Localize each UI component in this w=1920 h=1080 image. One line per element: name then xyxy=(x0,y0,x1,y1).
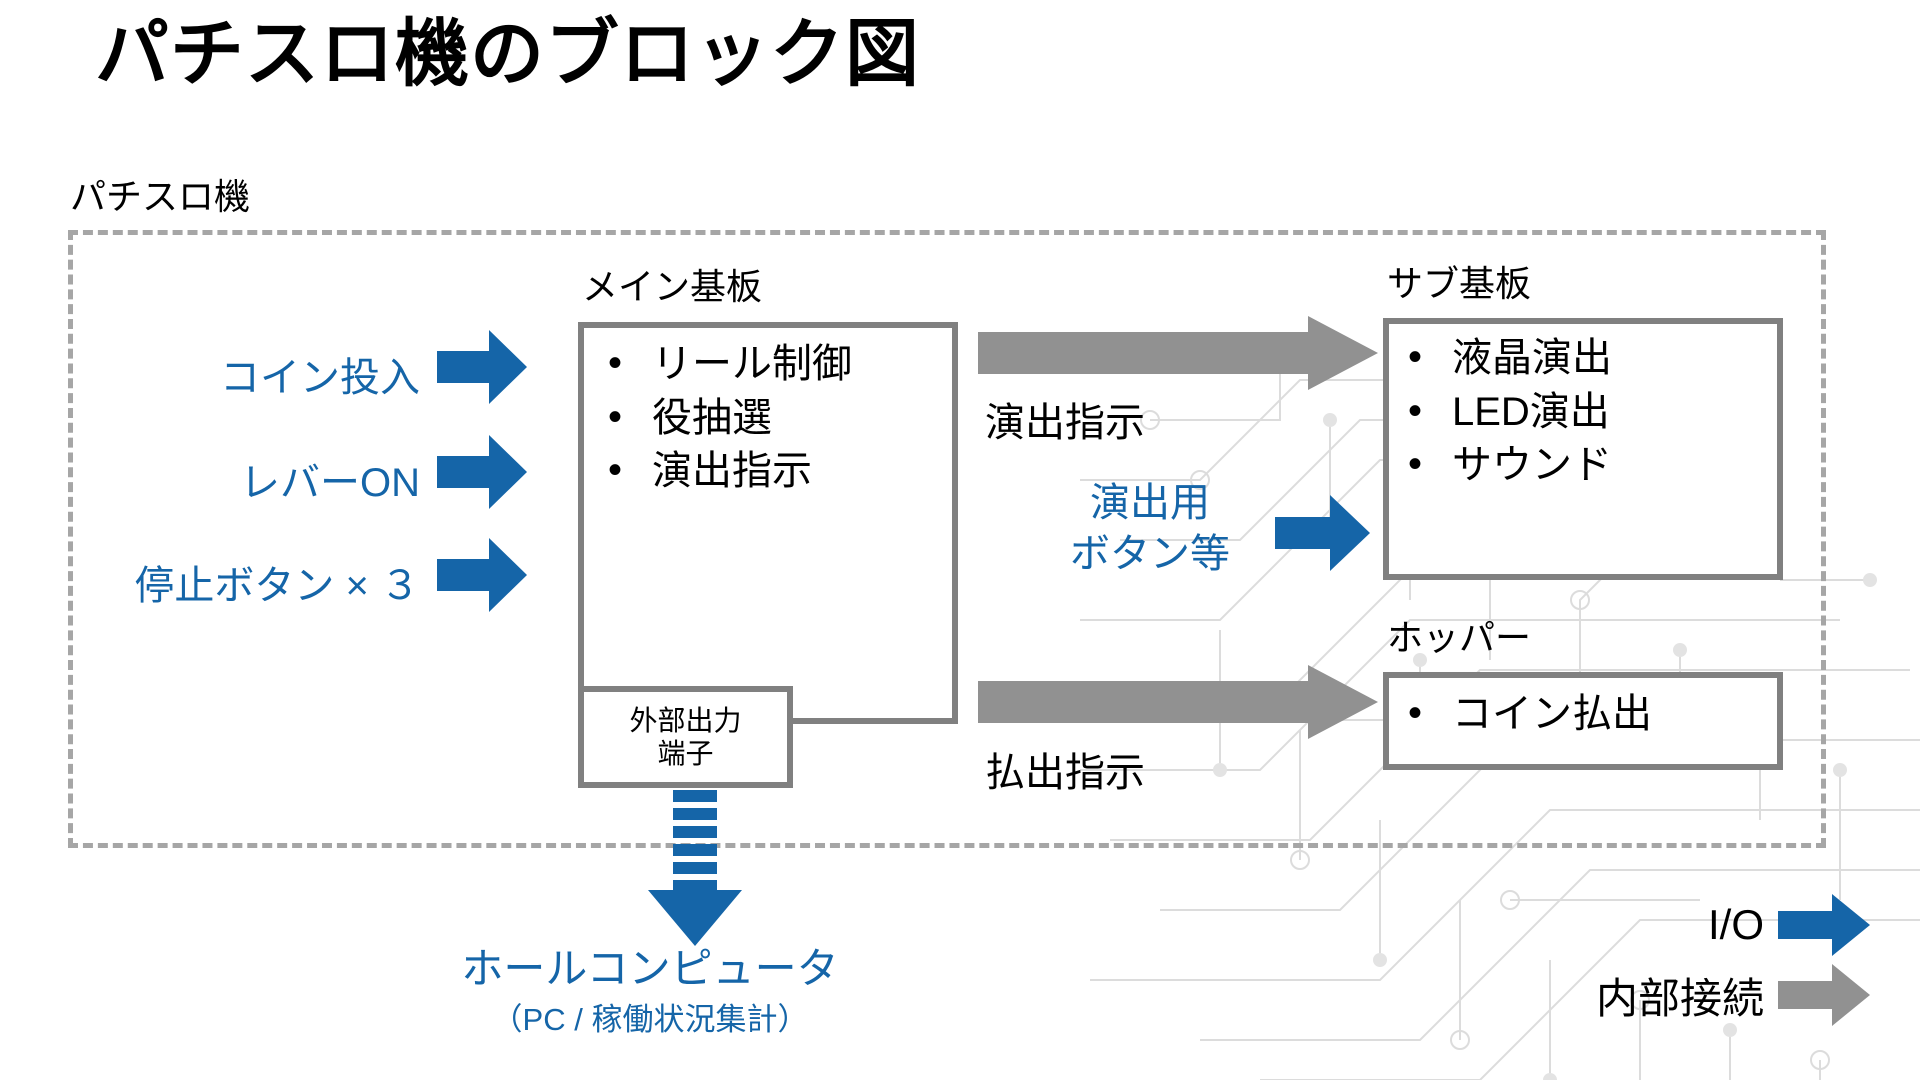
arrow-right-grey-icon xyxy=(978,316,1378,390)
flow-label-payout-instruction: 払出指示 xyxy=(985,751,1145,795)
sub-board-feature-list: 液晶演出 LED演出 サウンド xyxy=(1400,331,1612,493)
arrow-down-striped-blue-icon xyxy=(640,790,750,950)
button-label-line2: ボタン等 xyxy=(1070,532,1230,577)
arrow-right-blue-icon xyxy=(1275,495,1370,571)
arrow-right-blue-icon xyxy=(1778,894,1870,956)
button-label-line1: 演出用 xyxy=(1090,481,1210,525)
terminal-label-line2: 端子 xyxy=(657,738,714,769)
arrow-right-grey-icon xyxy=(978,665,1378,739)
input-label-coin-insert: コイン投入 xyxy=(220,356,420,400)
list-item: コイン払出 xyxy=(1400,687,1652,742)
list-item: 役抽選 xyxy=(600,391,852,446)
input-label-stop-buttons: 停止ボタン × ３ xyxy=(134,564,420,608)
hopper-feature-list: コイン払出 xyxy=(1400,687,1652,742)
arrow-right-blue-icon xyxy=(437,538,527,612)
list-item: サウンド xyxy=(1400,438,1612,493)
flow-label-production-instruction: 演出指示 xyxy=(985,401,1145,445)
input-label-production-buttons: 演出用 ボタン等 xyxy=(1035,478,1265,580)
legend-label-io: I/O xyxy=(1707,901,1764,948)
list-item: リール制御 xyxy=(600,337,852,392)
sub-board-caption: サブ基板 xyxy=(1387,263,1532,304)
input-label-lever-on: レバーON xyxy=(240,461,420,505)
arrow-right-grey-icon xyxy=(1778,964,1870,1026)
terminal-label-line1: 外部出力 xyxy=(629,704,742,736)
legend: I/O 内部接続 xyxy=(1400,890,1870,1030)
machine-enclosure-boundary xyxy=(68,230,1826,848)
arrow-right-blue-icon xyxy=(437,435,527,509)
list-item: 演出指示 xyxy=(600,444,852,499)
hall-computer-subtitle: （PC / 稼働状況集計） xyxy=(491,1001,809,1037)
list-item: LED演出 xyxy=(1400,385,1612,440)
external-output-terminal-box: 外部出力 端子 xyxy=(578,686,793,788)
legend-item-internal-connection: 内部接続 xyxy=(1400,960,1870,1030)
arrow-right-blue-icon xyxy=(437,330,527,404)
enclosure-label: パチスロ機 xyxy=(70,176,251,217)
hall-computer-caption: ホールコンピュータ （PC / 稼働状況集計） xyxy=(380,945,920,1040)
legend-label-internal-connection: 内部接続 xyxy=(1595,974,1764,1022)
list-item: 液晶演出 xyxy=(1400,331,1612,386)
legend-item-io: I/O xyxy=(1400,890,1870,960)
page-title: パチスロ機のブロック図 xyxy=(95,12,920,95)
hall-computer-title: ホールコンピュータ xyxy=(461,945,839,992)
main-board-feature-list: リール制御 役抽選 演出指示 xyxy=(600,337,852,499)
hopper-caption: ホッパー xyxy=(1387,617,1532,658)
main-board-caption: メイン基板 xyxy=(582,266,763,307)
